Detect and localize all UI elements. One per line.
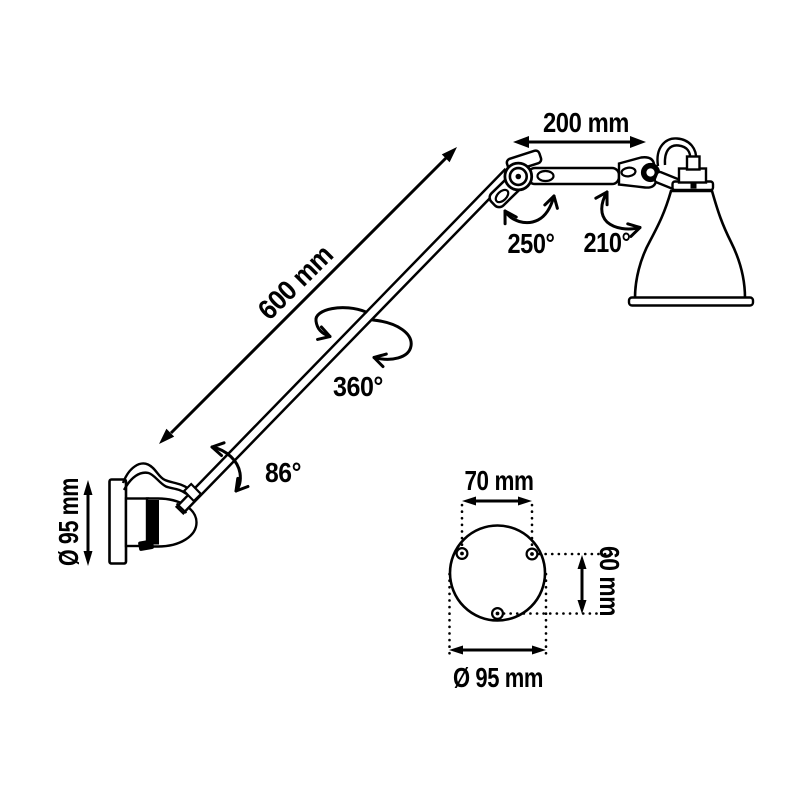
mount-foot (138, 539, 154, 551)
dimension-holes-width: 70 mm (462, 465, 534, 506)
head-cable-outer (656, 137, 698, 167)
arm-end-ferrule (175, 502, 188, 514)
arrowhead-down-icon (159, 428, 175, 444)
label-86deg: 86° (265, 457, 301, 488)
mount-cable (121, 462, 190, 490)
dimension-holes-height: 60 mm (577, 546, 625, 616)
arrowhead-up-icon (83, 480, 93, 495)
screw-hole-top-left-center (460, 551, 464, 556)
main-arm (174, 168, 514, 515)
label-250deg: 250° (508, 228, 555, 259)
shade-rim (627, 296, 755, 307)
label-200mm: 200 mm (543, 107, 629, 138)
wall-plate (108, 478, 128, 565)
mount-neck (124, 497, 150, 548)
mount-band (146, 500, 159, 545)
label-base-95mm: Ø 95 mm (53, 478, 84, 566)
lamp-shade (633, 189, 747, 300)
mounting-plate-circle (448, 524, 547, 622)
arrowhead-right-icon (532, 645, 546, 655)
label-210deg: 210° (584, 227, 631, 258)
socket-neck (685, 155, 701, 171)
label-600mm: 600 mm (252, 239, 339, 326)
arc-360-lower-icon (371, 318, 413, 369)
head-cable-inner (663, 144, 692, 166)
flange-notch (690, 183, 697, 189)
elbow-axle (515, 173, 522, 180)
fork-slot (620, 166, 637, 178)
arc-86-icon (210, 441, 250, 493)
arm-boss-slot (536, 169, 555, 183)
arrowhead-right-icon (518, 496, 532, 506)
arrowhead-left-icon (449, 645, 463, 655)
label-70mm: 70 mm (465, 465, 534, 496)
screw-hole-top-right-center (530, 552, 534, 556)
mount-cable-inner (122, 471, 188, 495)
lamp-head (617, 137, 755, 307)
arc-250-icon (503, 194, 559, 226)
arc-210-icon (594, 190, 642, 238)
ball-joint-hole (646, 168, 655, 177)
arrowhead-right-icon (630, 136, 646, 148)
rotation-annotations: 250° 210° 360° 86° (210, 190, 642, 493)
arrowhead-left-icon (462, 496, 476, 506)
dimension-plate-diameter: Ø 95 mm (449, 645, 546, 693)
arrowhead-down-icon (577, 600, 587, 614)
arrowhead-up-icon (441, 147, 457, 163)
label-plate-95mm: Ø 95 mm (453, 662, 543, 693)
dim-line-600 (169, 156, 448, 435)
dimension-wall-base-diameter: Ø 95 mm (53, 478, 93, 566)
dimension-arm-length: 600 mm (159, 147, 457, 444)
mounting-plate-front-view: 70 mm 60 mm Ø 95 mm (448, 465, 625, 693)
label-360deg: 360° (333, 371, 383, 402)
arrowhead-down-icon (83, 551, 93, 566)
elbow-joint (488, 149, 621, 209)
arc-360-upper-icon (314, 306, 368, 341)
arrowhead-left-icon (513, 136, 529, 148)
arm-tube (174, 168, 514, 515)
label-60mm: 60 mm (594, 546, 625, 616)
arrowhead-up-icon (577, 555, 587, 569)
cable-collar (182, 482, 203, 503)
screw-hole-bottom-center (495, 611, 500, 616)
dimension-forearm-length: 200 mm (513, 107, 646, 148)
wall-mount-side-view (108, 462, 198, 565)
